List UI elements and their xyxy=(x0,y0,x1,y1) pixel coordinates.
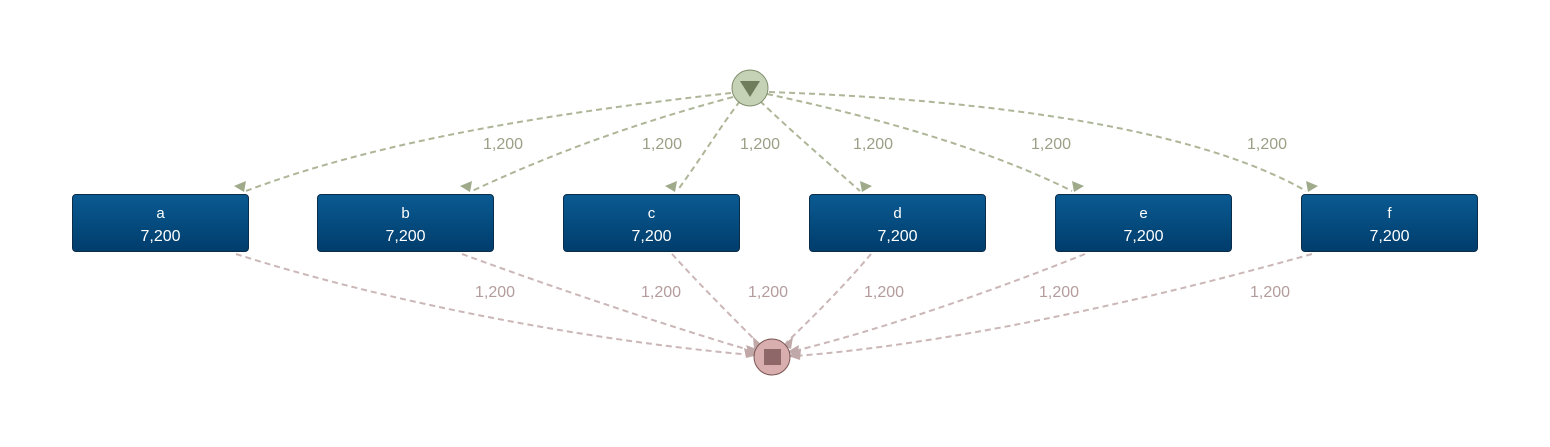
outgoing-edge-d xyxy=(785,253,872,344)
activity-count: 7,200 xyxy=(877,228,918,245)
outgoing-edge-f xyxy=(794,253,1313,357)
activity-name: c xyxy=(647,205,656,222)
outgoing-edge-label-e: 1,200 xyxy=(1039,284,1079,301)
activity-name: f xyxy=(1387,205,1392,222)
incoming-edge-d xyxy=(759,100,861,192)
incoming-edge-label-b: 1,200 xyxy=(642,136,682,153)
outgoing-arrowhead-icon xyxy=(788,349,801,360)
outgoing-edge-label-f: 1,200 xyxy=(1250,284,1290,301)
incoming-arrowhead-icon xyxy=(665,181,677,192)
incoming-edge-label-d: 1,200 xyxy=(853,136,893,153)
activity-count: 7,200 xyxy=(631,228,672,245)
outgoing-edge-e xyxy=(793,253,1086,352)
outgoing-edge-a xyxy=(235,253,753,356)
incoming-edge-labels: 1,200 1,200 1,200 1,200 1,200 1,200 xyxy=(483,136,1287,153)
incoming-edge-label-f: 1,200 xyxy=(1247,136,1287,153)
incoming-edge-label-e: 1,200 xyxy=(1031,136,1071,153)
incoming-arrowhead-icon xyxy=(234,181,246,192)
outgoing-edge-b xyxy=(461,253,757,353)
activity-name: b xyxy=(401,205,410,222)
outgoing-edge-label-d: 1,200 xyxy=(864,284,904,301)
incoming-edge-label-a: 1,200 xyxy=(483,136,523,153)
outgoing-edge-label-a: 1,200 xyxy=(475,284,515,301)
incoming-arrowhead-icon xyxy=(1072,181,1084,192)
activity-c[interactable]: c 7,200 xyxy=(563,194,740,252)
outgoing-arrowhead-icon xyxy=(746,345,759,356)
incoming-edge-f xyxy=(768,91,1307,192)
incoming-edge-b xyxy=(471,96,734,192)
incoming-edge-a xyxy=(245,92,732,192)
end-square-icon xyxy=(764,349,781,365)
activity-f[interactable]: f 7,200 xyxy=(1301,194,1478,252)
start-node[interactable] xyxy=(731,69,769,107)
incoming-arrowhead-icon xyxy=(1306,181,1318,192)
activity-count: 7,200 xyxy=(1369,228,1410,245)
activity-a[interactable]: a 7,200 xyxy=(72,194,249,252)
activity-d[interactable]: d 7,200 xyxy=(809,194,986,252)
incoming-edge-e xyxy=(766,93,1073,192)
incoming-edge-label-c: 1,200 xyxy=(740,136,780,153)
activity-count: 7,200 xyxy=(385,228,426,245)
incoming-edges xyxy=(234,91,1318,192)
outgoing-edge-labels: 1,200 1,200 1,200 1,200 1,200 1,200 xyxy=(475,284,1290,301)
outgoing-edge-label-c: 1,200 xyxy=(748,284,788,301)
activity-b[interactable]: b 7,200 xyxy=(317,194,494,252)
activity-name: a xyxy=(156,205,165,222)
incoming-arrowhead-icon xyxy=(460,181,472,192)
activity-name: e xyxy=(1139,205,1148,222)
outgoing-edge-c xyxy=(671,253,761,346)
incoming-edge-c xyxy=(676,100,741,192)
outgoing-edge-label-b: 1,200 xyxy=(641,284,681,301)
incoming-arrowhead-icon xyxy=(860,181,872,192)
end-node[interactable] xyxy=(753,338,791,376)
activity-count: 7,200 xyxy=(1123,228,1164,245)
activity-count: 7,200 xyxy=(140,228,181,245)
activity-name: d xyxy=(893,205,902,222)
outgoing-edges xyxy=(235,253,1313,360)
start-triangle-icon xyxy=(740,81,760,97)
activity-e[interactable]: e 7,200 xyxy=(1055,194,1232,252)
